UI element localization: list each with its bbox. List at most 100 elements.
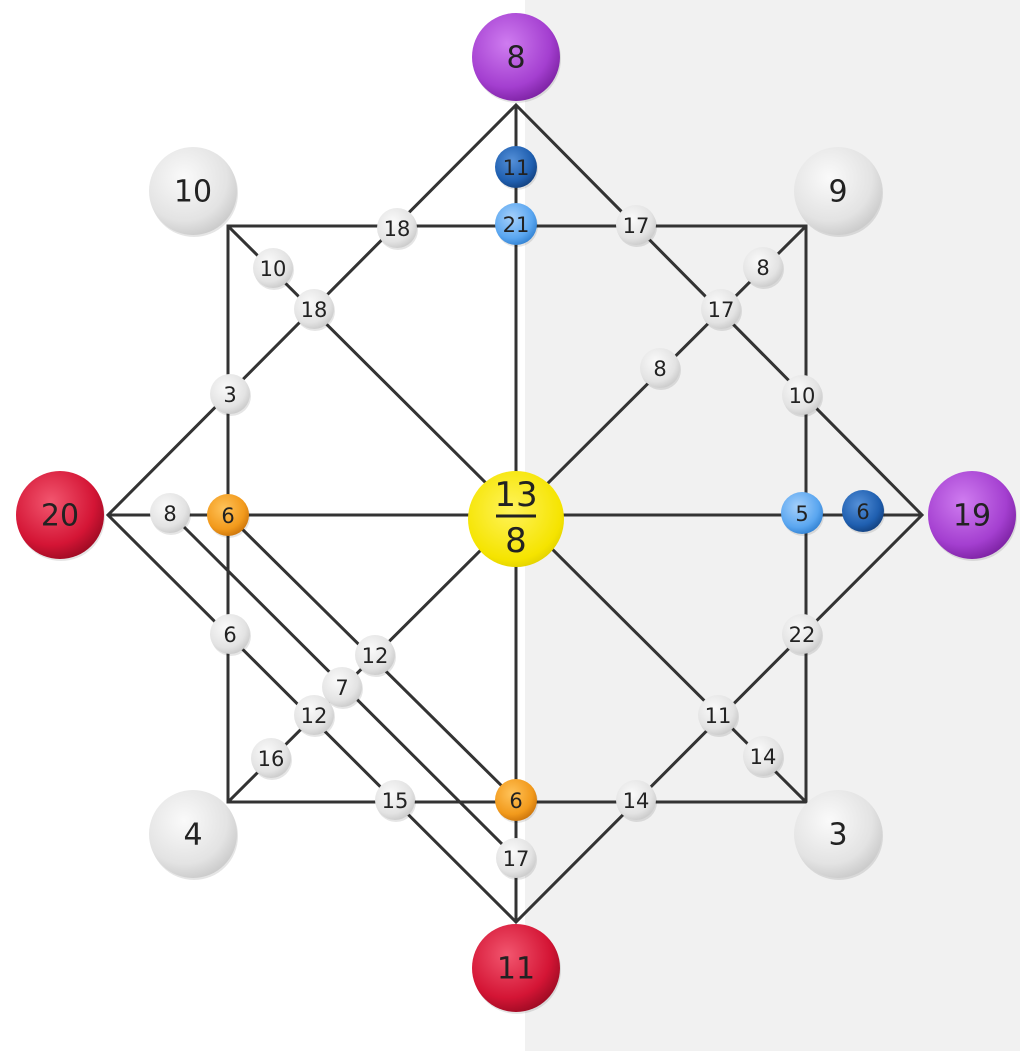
inner-node-n6[interactable]: 18 bbox=[294, 289, 335, 331]
outer-node-bottom-disc bbox=[472, 924, 560, 1012]
inner-node-n23-label: 14 bbox=[750, 745, 777, 769]
inner-node-n18[interactable]: 22 bbox=[782, 614, 823, 656]
inner-node-n17[interactable]: 12 bbox=[355, 635, 396, 677]
inner-node-n6-disc bbox=[294, 289, 334, 329]
inner-node-n3-label: 18 bbox=[384, 217, 411, 241]
inner-node-n14-disc bbox=[781, 492, 823, 534]
outer-node-top-right-disc bbox=[794, 147, 882, 235]
inner-node-n14[interactable]: 5 bbox=[781, 492, 824, 536]
inner-node-n27[interactable]: 17 bbox=[496, 838, 537, 880]
inner-node-n7-label: 8 bbox=[756, 256, 769, 280]
inner-node-n15-disc bbox=[842, 490, 884, 532]
outer-node-bottom[interactable]: 11 bbox=[472, 924, 561, 1014]
inner-node-n22-disc bbox=[251, 738, 291, 778]
inner-node-n10-label: 3 bbox=[223, 383, 236, 407]
inner-node-n26-label: 14 bbox=[623, 789, 650, 813]
outer-node-bottom-left-label: 4 bbox=[183, 818, 202, 853]
outer-node-top-left[interactable]: 10 bbox=[149, 147, 238, 237]
outer-node-top-right-label: 9 bbox=[828, 175, 847, 210]
inner-node-n2-disc bbox=[495, 203, 537, 245]
inner-node-n19[interactable]: 7 bbox=[322, 667, 363, 709]
outer-node-top-left-disc bbox=[149, 147, 237, 235]
inner-node-n16-disc bbox=[210, 614, 250, 654]
inner-node-n18-label: 22 bbox=[789, 623, 816, 647]
inner-node-n8-label: 17 bbox=[708, 298, 735, 322]
center-node-disc bbox=[468, 471, 564, 567]
inner-node-n27-label: 17 bbox=[503, 847, 530, 871]
inner-node-n21[interactable]: 11 bbox=[698, 695, 739, 737]
outer-node-bottom-right[interactable]: 3 bbox=[794, 790, 883, 880]
inner-node-n4-label: 17 bbox=[623, 214, 650, 238]
inner-node-n21-label: 11 bbox=[705, 704, 732, 728]
inner-node-n20[interactable]: 12 bbox=[294, 695, 335, 737]
inner-node-n16[interactable]: 6 bbox=[210, 614, 251, 656]
inner-node-n10[interactable]: 3 bbox=[210, 374, 251, 416]
inner-node-n24-disc bbox=[375, 780, 415, 820]
inner-node-n8-disc bbox=[701, 289, 741, 329]
inner-node-n2-label: 21 bbox=[503, 213, 530, 237]
inner-node-n25[interactable]: 6 bbox=[495, 779, 538, 823]
inner-node-n3-disc bbox=[377, 208, 417, 248]
outer-node-top-label: 8 bbox=[506, 41, 525, 76]
nodes-layer: 8 10 9 20 19 4 3 11 11 21 18 17 10 18 8 17 8 3 10 8 6 5 6 6 12 22… bbox=[16, 13, 1017, 1014]
inner-node-n11-disc bbox=[782, 375, 822, 415]
center-node[interactable]: 138 bbox=[468, 471, 564, 567]
outer-node-right-disc bbox=[928, 471, 1016, 559]
outer-node-top-right[interactable]: 9 bbox=[794, 147, 883, 237]
outer-node-left[interactable]: 20 bbox=[16, 471, 105, 561]
inner-node-n1-label: 11 bbox=[503, 156, 530, 180]
inner-node-n13-label: 6 bbox=[221, 504, 234, 528]
inner-node-n23-disc bbox=[743, 736, 783, 776]
inner-node-n3[interactable]: 18 bbox=[377, 208, 418, 250]
inner-node-n19-label: 7 bbox=[335, 676, 348, 700]
inner-node-n24-label: 15 bbox=[382, 789, 409, 813]
inner-node-n1-disc bbox=[495, 146, 537, 188]
outer-node-bottom-right-disc bbox=[794, 790, 882, 878]
outer-node-bottom-right-label: 3 bbox=[828, 818, 847, 853]
inner-node-n24[interactable]: 15 bbox=[375, 780, 416, 822]
inner-node-n10-disc bbox=[210, 374, 250, 414]
inner-node-n15[interactable]: 6 bbox=[842, 490, 885, 534]
inner-node-n25-disc bbox=[495, 779, 537, 821]
inner-node-n23[interactable]: 14 bbox=[743, 736, 784, 778]
inner-node-n7-disc bbox=[743, 247, 783, 287]
inner-node-n21-disc bbox=[698, 695, 738, 735]
inner-node-n14-label: 5 bbox=[795, 502, 808, 526]
inner-node-n22[interactable]: 16 bbox=[251, 738, 292, 780]
outer-node-left-label: 20 bbox=[41, 499, 79, 534]
outer-node-right-label: 19 bbox=[953, 499, 991, 534]
inner-node-n20-label: 12 bbox=[301, 704, 328, 728]
inner-node-n7[interactable]: 8 bbox=[743, 247, 784, 289]
outer-node-top[interactable]: 8 bbox=[472, 13, 561, 103]
inner-node-n11-label: 10 bbox=[789, 384, 816, 408]
inner-node-n12-disc bbox=[150, 493, 190, 533]
outer-node-top-disc bbox=[472, 13, 560, 101]
outer-node-top-left-label: 10 bbox=[174, 175, 212, 210]
inner-node-n9-disc bbox=[640, 348, 680, 388]
inner-node-n13-disc bbox=[207, 494, 249, 536]
inner-node-n8[interactable]: 17 bbox=[701, 289, 742, 331]
inner-node-n11[interactable]: 10 bbox=[782, 375, 823, 417]
inner-node-n12[interactable]: 8 bbox=[150, 493, 191, 535]
inner-node-n20-disc bbox=[294, 695, 334, 735]
inner-node-n13[interactable]: 6 bbox=[207, 494, 250, 538]
inner-node-n12-label: 8 bbox=[163, 502, 176, 526]
inner-node-n27-disc bbox=[496, 838, 536, 878]
outer-node-bottom-label: 11 bbox=[497, 952, 535, 987]
outer-node-right[interactable]: 19 bbox=[928, 471, 1017, 561]
inner-node-n19-disc bbox=[322, 667, 362, 707]
inner-node-n25-label: 6 bbox=[509, 789, 522, 813]
inner-node-n1[interactable]: 11 bbox=[495, 146, 538, 190]
inner-node-n4-disc bbox=[616, 205, 656, 245]
inner-node-n17-disc bbox=[355, 635, 395, 675]
inner-node-n5[interactable]: 10 bbox=[253, 248, 294, 290]
outer-node-left-disc bbox=[16, 471, 104, 559]
outer-node-bottom-left[interactable]: 4 bbox=[149, 790, 238, 880]
inner-node-n6-label: 18 bbox=[301, 298, 328, 322]
inner-node-n26[interactable]: 14 bbox=[616, 780, 657, 822]
inner-node-n9[interactable]: 8 bbox=[640, 348, 681, 390]
inner-node-n2[interactable]: 21 bbox=[495, 203, 538, 247]
inner-node-n22-label: 16 bbox=[258, 747, 285, 771]
inner-node-n4[interactable]: 17 bbox=[616, 205, 657, 247]
